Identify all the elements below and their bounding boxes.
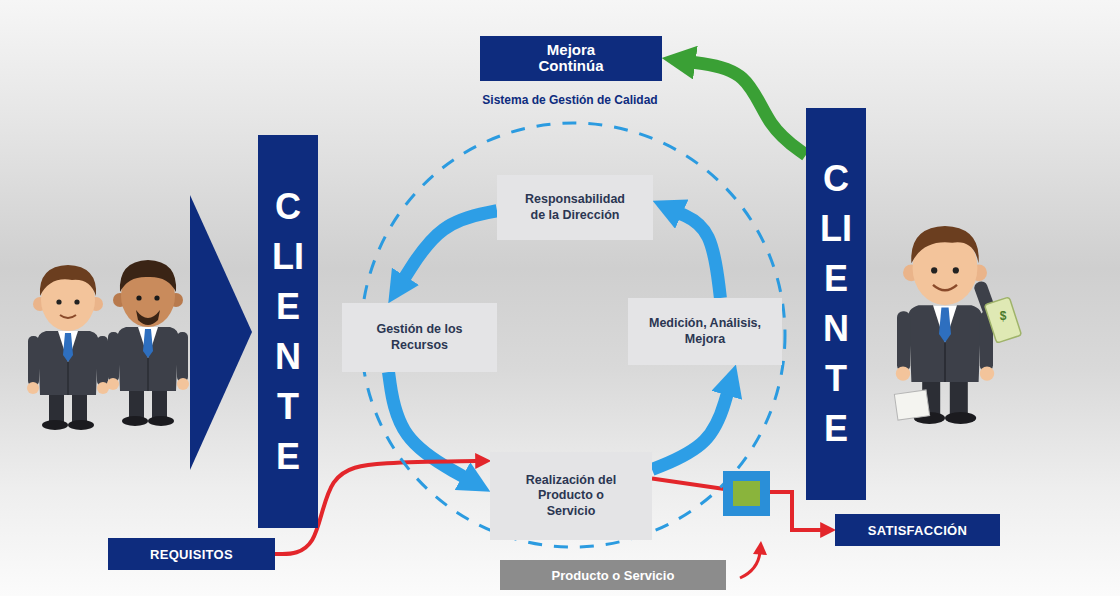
process-box: Responsabilidad de la Dirección: [497, 175, 653, 240]
client-band: CLIENTE: [806, 108, 866, 500]
product-symbol: [733, 481, 760, 506]
client-figure: [107, 260, 189, 426]
node-text: CLIENTE: [818, 154, 854, 454]
node-text: SATISFACCIÓN: [868, 523, 967, 538]
leader-arrow: [740, 552, 760, 578]
node-text: CLIENTE: [270, 182, 306, 482]
entry-chevron: [190, 195, 252, 470]
flow-arrow: [680, 213, 720, 298]
flow-arrow: [652, 394, 727, 470]
node-text: Realización del Producto o Servicio: [519, 473, 623, 520]
node-text: Producto o Servicio: [552, 568, 675, 583]
node-text: Mejora Continúa: [529, 42, 613, 75]
document: [894, 390, 929, 420]
product-symbol: [723, 471, 770, 516]
input-box: REQUISITOS: [108, 538, 275, 570]
flow-arrow: [405, 211, 497, 278]
output-box: Producto o Servicio: [500, 560, 726, 590]
system-label: Sistema de Gestión de Calidad: [420, 93, 720, 107]
qms-cycle: [361, 123, 785, 547]
client-band: CLIENTE: [258, 135, 318, 528]
process-box: Realización del Producto o Servicio: [490, 452, 652, 540]
result-box: SATISFACCIÓN: [835, 514, 1000, 546]
node-text: Gestión de los Recursos: [372, 322, 467, 353]
label-text: $: [993, 309, 1013, 323]
process-box: Gestión de los Recursos: [342, 303, 497, 372]
flow-arrow: [652, 478, 821, 530]
bill: [984, 297, 1021, 343]
currency-sign: $: [993, 309, 1013, 323]
leader-arrow: [753, 541, 767, 555]
title-box: Mejora Continúa: [480, 36, 662, 81]
flow-arrow: [694, 62, 806, 155]
client-figure: [27, 265, 109, 430]
node-text: Medición, Análisis, Mejora: [646, 316, 764, 347]
process-box: Medición, Análisis, Mejora: [628, 298, 782, 365]
node-text: REQUISITOS: [150, 547, 233, 562]
label-text: Sistema de Gestión de Calidad: [420, 93, 720, 107]
node-text: Responsabilidad de la Dirección: [519, 192, 631, 223]
